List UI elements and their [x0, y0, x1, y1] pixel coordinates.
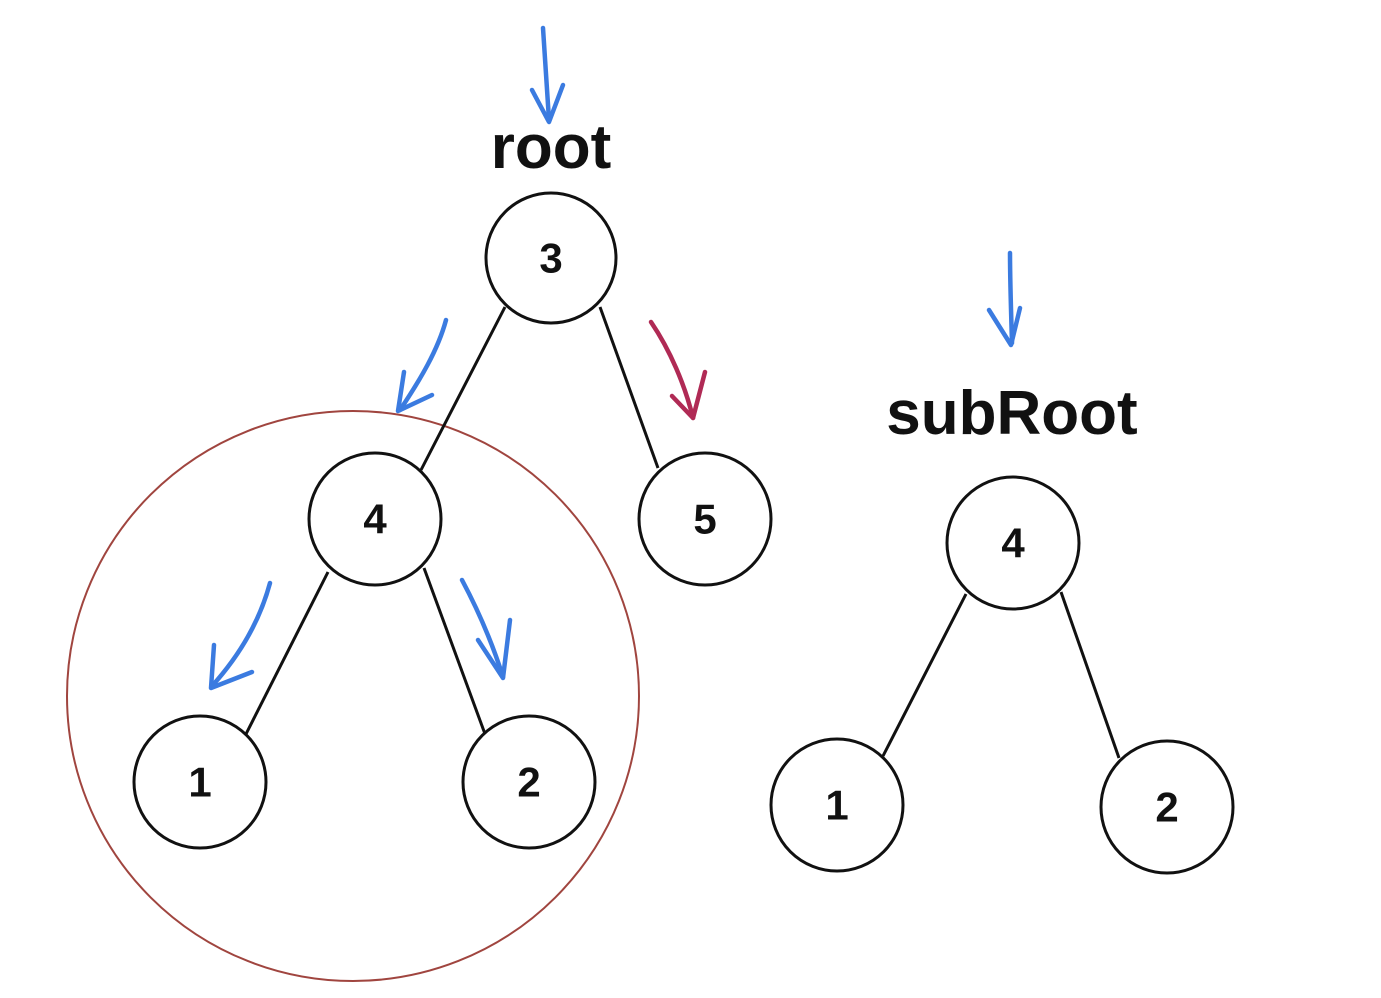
left-child-arrow-icon	[395, 317, 449, 414]
root-tree-edges	[243, 306, 660, 737]
node-value: 1	[825, 782, 848, 829]
sub-tree-edges	[881, 591, 1121, 759]
edge-3-4	[419, 306, 507, 471]
edge-sub-4-2	[1059, 591, 1121, 759]
node-value: 5	[693, 496, 716, 543]
root-label: root	[491, 113, 612, 182]
edge-4-2	[422, 567, 487, 735]
node-value: 2	[1155, 784, 1178, 831]
node-value: 2	[517, 759, 540, 806]
subroot-node-2: 2	[1099, 739, 1235, 875]
root-node-2: 2	[461, 714, 597, 850]
edge-3-5	[598, 306, 660, 469]
subtree-right-arrow-icon	[459, 577, 513, 681]
subroot-node-1: 1	[769, 737, 905, 873]
subtree-left-arrow-icon	[208, 580, 273, 691]
node-value: 1	[188, 759, 211, 806]
subroot-node-4: 4	[945, 475, 1081, 611]
root-node-1: 1	[132, 714, 268, 850]
right-child-arrow-icon	[648, 319, 708, 421]
root-node-5: 5	[637, 451, 773, 587]
node-value: 4	[363, 496, 387, 543]
node-value: 3	[539, 235, 562, 282]
node-value: 4	[1001, 520, 1025, 567]
root-node-4: 4	[307, 451, 443, 587]
subtree-highlight-circle	[66, 410, 640, 982]
edge-sub-4-1	[881, 593, 968, 757]
subroot-label: subRoot	[886, 379, 1137, 448]
subroot-pointer-arrow-icon	[986, 250, 1023, 348]
root-node-3: 3	[484, 191, 618, 325]
root-pointer-arrow-icon	[529, 25, 566, 125]
edge-4-1	[243, 571, 330, 737]
